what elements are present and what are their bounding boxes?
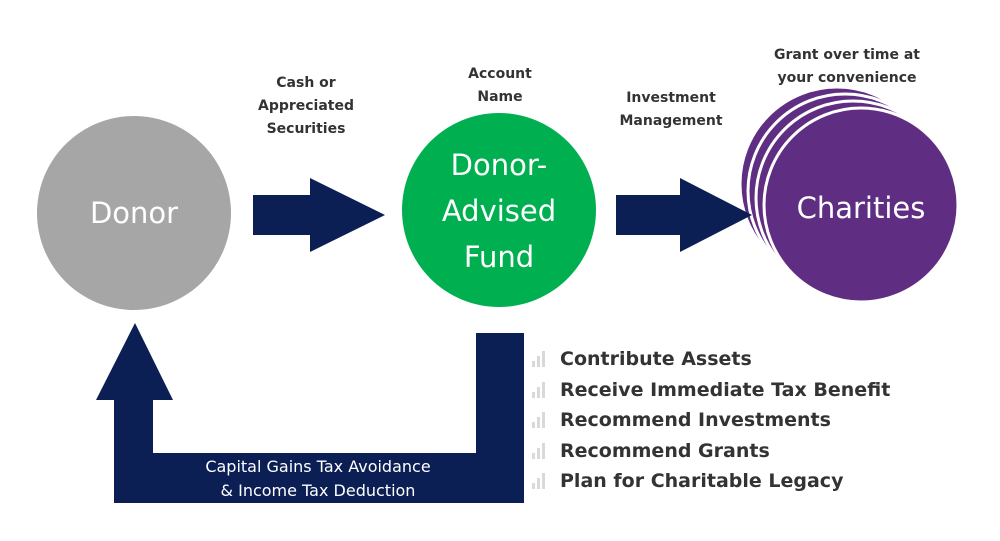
signal-bars-icon: [532, 442, 548, 459]
fund-label: Donor- Advised Fund: [402, 142, 596, 280]
step-item: Plan for Charitable Legacy: [532, 466, 890, 497]
label-line: your convenience: [777, 70, 917, 86]
step-item: Receive Immediate Tax Benefit: [532, 375, 890, 406]
grant-label: Grant over time at your convenience: [757, 44, 937, 90]
charities-stack: [738, 85, 960, 304]
fund-label-line: Fund: [463, 240, 535, 274]
label-line: Account: [468, 66, 532, 82]
signal-bars-icon: [532, 412, 548, 429]
account-name-label: Account Name: [440, 63, 560, 109]
signal-bars-icon: [532, 351, 548, 368]
donor-circle: [37, 116, 231, 310]
label-line: Investment: [626, 90, 716, 106]
label-line: Name: [477, 89, 523, 105]
step-item: Recommend Investments: [532, 405, 890, 436]
step-text: Contribute Assets: [560, 348, 752, 371]
return-arrow-text: Capital Gains Tax Avoidance & Income Tax…: [150, 455, 486, 503]
step-text: Recommend Investments: [560, 409, 831, 432]
step-item: Contribute Assets: [532, 344, 890, 375]
investment-label: Investment Management: [601, 87, 741, 133]
fund-label-line: Advised: [441, 194, 557, 228]
step-text: Receive Immediate Tax Benefit: [560, 378, 891, 401]
signal-bars-icon: [532, 473, 548, 490]
arrow-fund-to-charities: [616, 178, 752, 252]
return-line: Capital Gains Tax Avoidance: [205, 457, 431, 476]
label-line: Management: [619, 113, 723, 129]
label-line: Cash or: [276, 75, 336, 91]
return-arrow: [96, 323, 524, 503]
label-line: Securities: [266, 121, 346, 137]
return-line: & Income Tax Deduction: [220, 481, 416, 500]
arrow-donor-to-fund: [253, 178, 385, 252]
fund-circle: [402, 113, 596, 307]
step-text: Recommend Grants: [560, 439, 770, 462]
fund-label-line: Donor-: [450, 148, 548, 182]
label-line: Grant over time at: [774, 47, 920, 63]
charities-label: Charities: [796, 191, 926, 225]
step-text: Plan for Charitable Legacy: [560, 470, 844, 493]
step-item: Recommend Grants: [532, 436, 890, 467]
label-line: Appreciated: [257, 98, 355, 114]
cash-label: Cash or Appreciated Securities: [236, 72, 376, 141]
donor-label: Donor: [89, 196, 179, 230]
steps-list: Contribute Assets Receive Immediate Tax …: [532, 344, 890, 497]
signal-bars-icon: [532, 381, 548, 398]
